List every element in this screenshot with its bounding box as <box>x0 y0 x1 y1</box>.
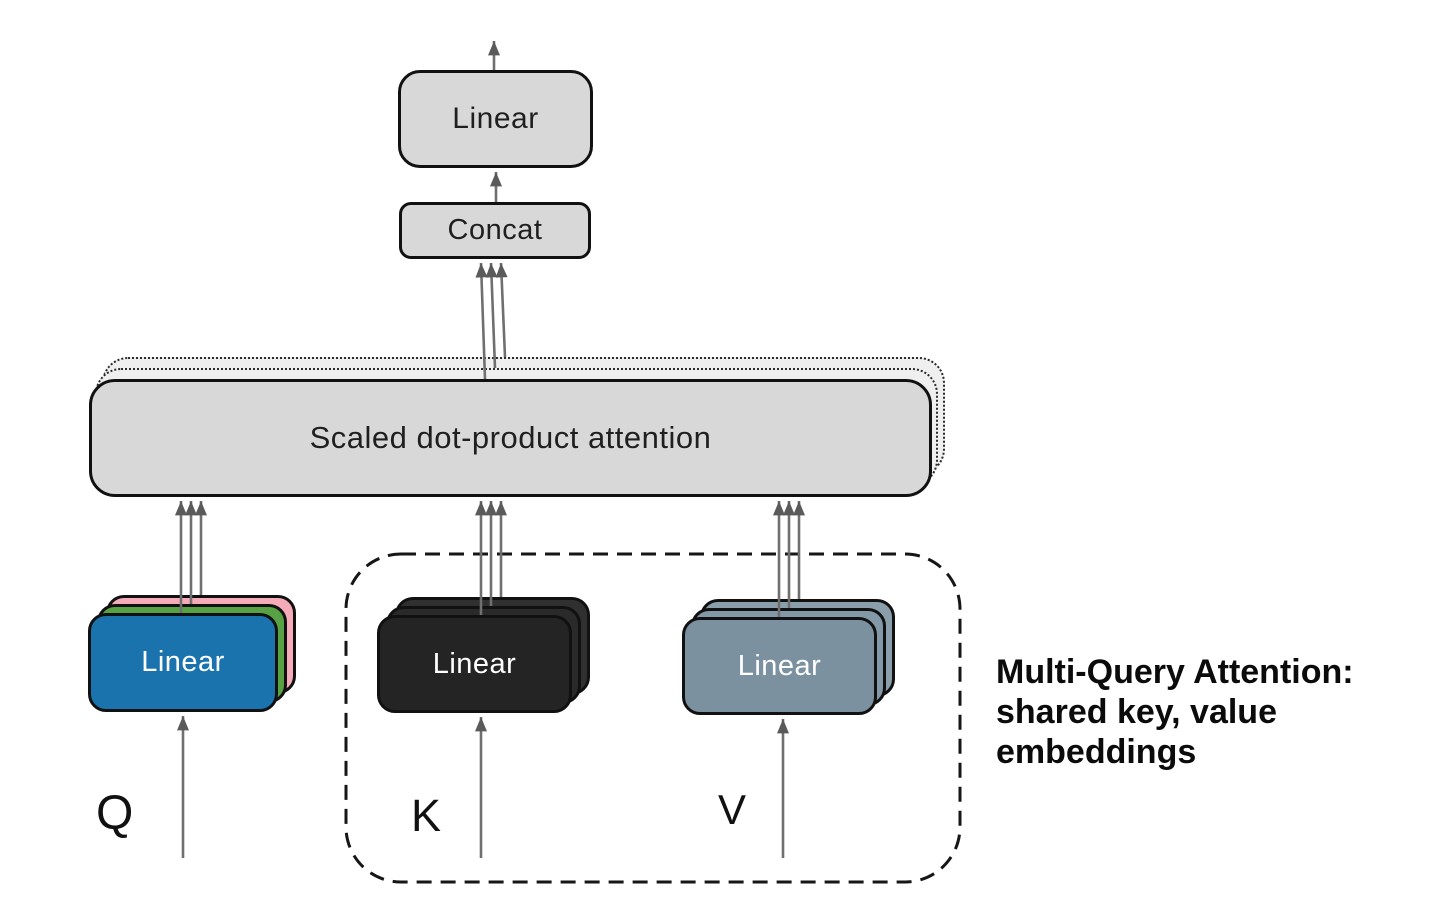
concat-label: Concat <box>447 214 543 246</box>
q-input-label: Q <box>96 787 134 840</box>
attention-label: Scaled dot-product attention <box>309 420 712 455</box>
attention-to-concat-line-3 <box>495 262 508 358</box>
q-linear-box: Linear <box>88 613 278 712</box>
v-linear-box: Linear <box>682 617 877 715</box>
concat-box: Concat <box>399 202 591 259</box>
output-linear-box: Linear <box>398 70 593 168</box>
attention-to-concat-line-2 <box>485 262 498 369</box>
caption-line-1: Multi-Query Attention: <box>996 653 1354 691</box>
figure-caption: Multi-Query Attention: shared key, value… <box>996 652 1436 772</box>
k-linear-box: Linear <box>377 615 572 713</box>
output-linear-label: Linear <box>452 102 539 135</box>
caption-line-2: shared key, value <box>996 693 1277 731</box>
q-linear-label: Linear <box>141 646 225 678</box>
k-linear-label: Linear <box>432 647 517 680</box>
v-input-label: V <box>718 786 747 833</box>
attention-box: Scaled dot-product attention <box>89 379 932 497</box>
v-linear-label: Linear <box>737 649 822 682</box>
caption-line-3: embeddings <box>996 733 1197 771</box>
k-input-label: K <box>411 790 442 841</box>
